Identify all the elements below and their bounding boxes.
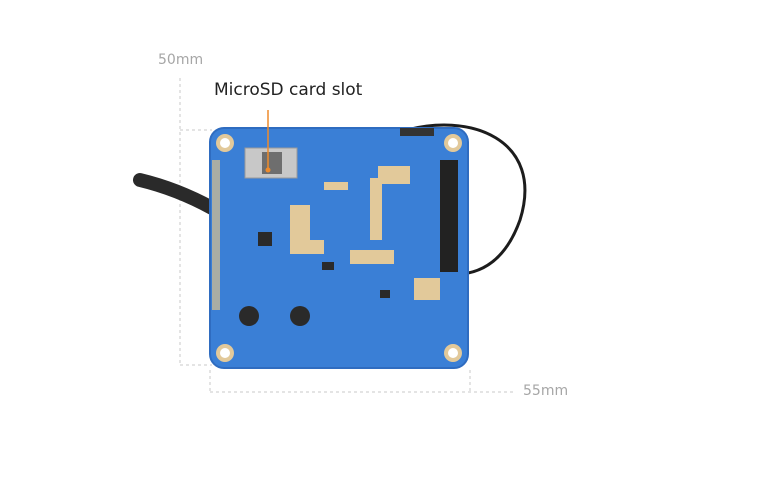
antenna-connector — [400, 128, 434, 136]
height-dimension-label: 50mm — [158, 52, 204, 68]
components — [239, 232, 390, 326]
edge-pads — [212, 160, 220, 310]
pcb-board — [209, 127, 469, 369]
dimension-guides — [179, 78, 515, 393]
mounting-holes — [216, 134, 462, 362]
width-dimension-label: 55mm — [523, 383, 569, 399]
gold-pads — [290, 166, 440, 300]
antenna-cable — [399, 123, 527, 276]
microsd-callout-label: MicroSD card slot — [214, 80, 363, 100]
gpio-header-pins — [440, 160, 458, 272]
power-cable — [133, 173, 219, 215]
